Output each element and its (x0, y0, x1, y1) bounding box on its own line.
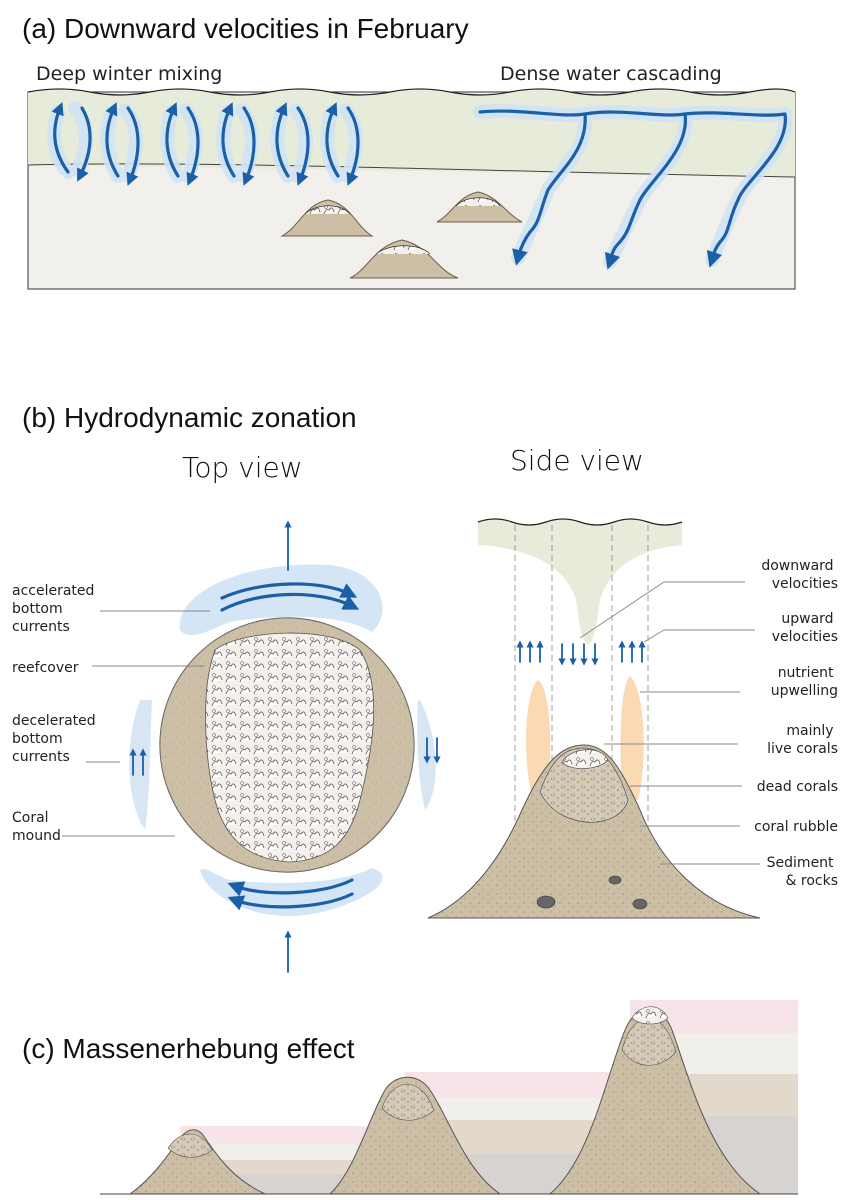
nutrient-plume-left (526, 680, 551, 795)
mixing-loop-6 (320, 102, 363, 186)
top-view-reefcover (205, 632, 375, 863)
mixing-loop-1 (47, 101, 93, 182)
mixing-loop-5 (270, 102, 313, 186)
mixing-loop-2 (100, 102, 143, 186)
side-view: downward velocities upward velocities nu… (427, 518, 838, 919)
mound-c-medium (328, 1076, 502, 1195)
arrow-accelerated-4 (227, 892, 354, 911)
mixing-loop-3 (160, 102, 203, 186)
accelerated-glow-top (179, 564, 383, 636)
rock-1 (536, 895, 556, 909)
decelerated-glow-left (129, 700, 152, 830)
label-deep-winter-mixing: Deep winter mixing (36, 63, 222, 85)
side-view-sea-surface (477, 518, 683, 526)
label-dead-corals: dead corals (757, 779, 838, 795)
upward-arrows-right (618, 640, 646, 663)
label-accelerated-bottom-currents: accelerated bottom currents (12, 583, 99, 635)
mound-c-small (128, 1129, 266, 1195)
panel-a-title: (a) Downward velocities in February (22, 13, 469, 44)
label-sediment-rocks: Sediment & rocks (767, 855, 838, 889)
panel-a: (a) Downward velocities in February Deep… (22, 13, 796, 290)
mound-a1 (280, 199, 374, 237)
side-view-downward-plume (478, 519, 682, 645)
side-view-live-corals (561, 749, 609, 769)
downward-arrows (558, 643, 599, 666)
panel-a-mounds (280, 191, 523, 279)
panel-b-title: (b) Hydrodynamic zonation (22, 402, 357, 433)
top-view: accelerated bottom currents reefcover de… (12, 520, 441, 973)
label-coral-mound: Coral mound (12, 810, 61, 844)
label-nutrient-upwelling: nutrient upwelling (771, 665, 838, 699)
label-coral-rubble: coral rubble (754, 819, 838, 835)
label-mainly-live-corals: mainly live corals (767, 723, 838, 757)
mixing-arrows (47, 101, 363, 186)
top-view-title: Top view (182, 451, 303, 484)
nutrient-plume-right (620, 676, 644, 800)
panel-c-mounds (128, 1006, 762, 1195)
side-view-mound (427, 744, 761, 919)
cascading-arrows (473, 104, 793, 270)
mound-a2 (349, 239, 459, 279)
label-upward-velocities: upward velocities (772, 611, 838, 645)
panel-c: (c) Massenerhebung effect (22, 1000, 798, 1195)
label-dense-water-cascading: Dense water cascading (500, 63, 722, 85)
side-view-dead-corals (539, 747, 629, 823)
arrow-accelerated-1 (220, 592, 360, 612)
mixing-loop-4 (216, 102, 259, 186)
rock-2 (608, 875, 622, 885)
mound-a3 (436, 191, 523, 223)
panel-c-title: (c) Massenerhebung effect (22, 1033, 355, 1064)
side-view-title: Side view (510, 444, 644, 477)
label-downward-velocities: downward velocities (761, 558, 838, 592)
arrow-accelerated-2 (220, 582, 358, 600)
arrow-accelerated-3 (227, 878, 354, 897)
label-reefcover: reefcover (12, 660, 79, 676)
panel-b: (b) Hydrodynamic zonation Top view Side … (12, 402, 838, 973)
label-decelerated-bottom-currents: decelerated bottom currents (12, 713, 100, 765)
panel-a-sea-surface (27, 88, 796, 96)
upward-arrows-left (516, 640, 544, 663)
rock-3 (632, 898, 648, 910)
